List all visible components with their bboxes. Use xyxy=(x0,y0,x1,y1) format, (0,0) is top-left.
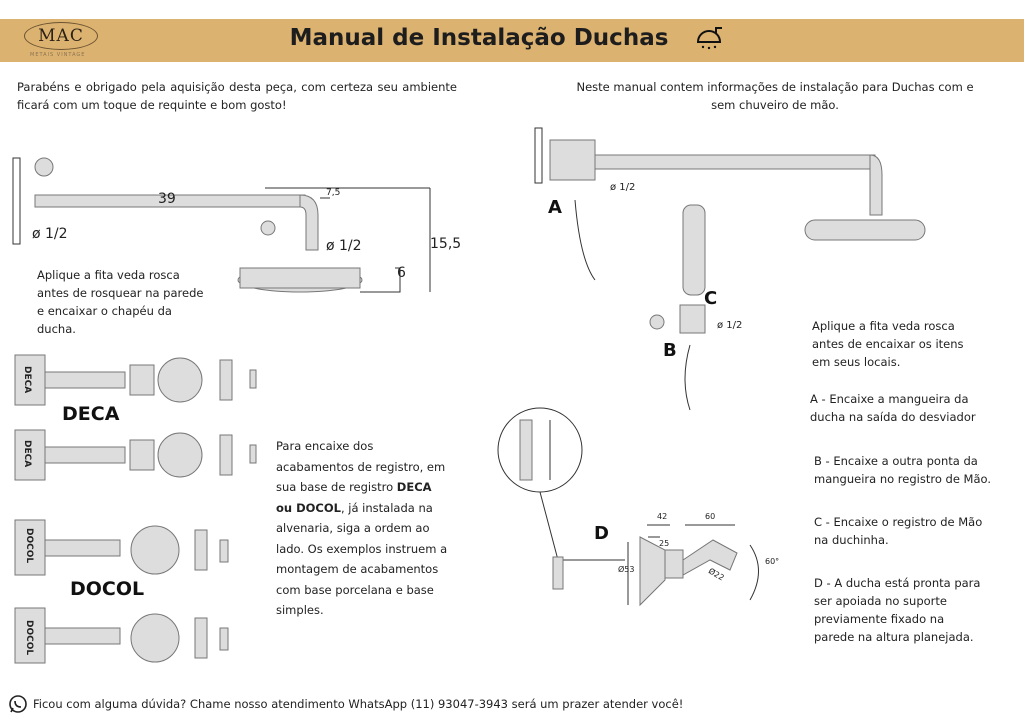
instruction-b: B - Encaixe a outra ponta da mangueira n… xyxy=(814,454,992,486)
thread-label: ø 1/2 xyxy=(610,182,636,193)
part-label: DECA xyxy=(22,440,32,468)
part-label: DOCOL xyxy=(24,620,34,656)
logo: MAC METAIS VINTAGE xyxy=(22,21,100,59)
dim-height: 15,5 xyxy=(430,236,462,252)
instruction-c: C - Encaixe o registro de Mão na duchinh… xyxy=(814,515,983,547)
shower-arm-diagram xyxy=(12,157,431,293)
deca-label: DECA xyxy=(62,403,120,425)
footer-contact: Ficou com alguma dúvida? Chame nosso ate… xyxy=(33,697,684,711)
docol-label: DOCOL xyxy=(70,578,145,600)
thread-label: ø 1/2 xyxy=(32,226,68,242)
instruction-tape: Aplique a fita veda rosca antes de encai… xyxy=(812,319,964,369)
dim-length: 39 xyxy=(158,191,176,207)
tape-note: Aplique a fita veda rosca antes de rosqu… xyxy=(37,268,204,336)
angle-60: 60° xyxy=(765,557,780,566)
wall-support-diagram xyxy=(497,407,759,607)
register-instructions: Para encaixe dos acabamentos de registro… xyxy=(276,439,448,617)
thread-label: ø 1/2 xyxy=(326,238,362,254)
part-label: DECA xyxy=(22,366,32,394)
intro-right: Neste manual contem informações de insta… xyxy=(576,80,974,112)
dim-head: 6 xyxy=(397,265,406,281)
instruction-a: A - Encaixe a mangueira da ducha na saíd… xyxy=(810,392,976,424)
hand-shower-diagram xyxy=(534,127,926,411)
header-band: MAC METAIS VINTAGE Manual de Instalação … xyxy=(0,19,1024,62)
register-parts-diagram xyxy=(14,354,257,664)
dim-53: Ø53 xyxy=(618,565,635,574)
label-c: C xyxy=(704,288,718,309)
dim-42: 42 xyxy=(657,512,668,521)
instruction-d: D - A ducha está pronta para ser apoiada… xyxy=(814,576,981,644)
whatsapp-icon xyxy=(9,695,27,713)
label-b: B xyxy=(663,340,677,361)
label-d: D xyxy=(594,523,609,544)
part-label: DOCOL xyxy=(24,528,34,564)
label-a: A xyxy=(548,197,562,218)
intro-left: Parabéns e obrigado pela aquisição desta… xyxy=(17,80,457,112)
dim-60: 60 xyxy=(705,512,716,521)
dim-offset: 7,5 xyxy=(326,188,341,198)
dim-25: 25 xyxy=(659,539,670,548)
shower-icon xyxy=(697,26,723,49)
thread-label: ø 1/2 xyxy=(717,320,743,331)
page-title: Manual de Instalação Duchas xyxy=(0,25,1024,52)
